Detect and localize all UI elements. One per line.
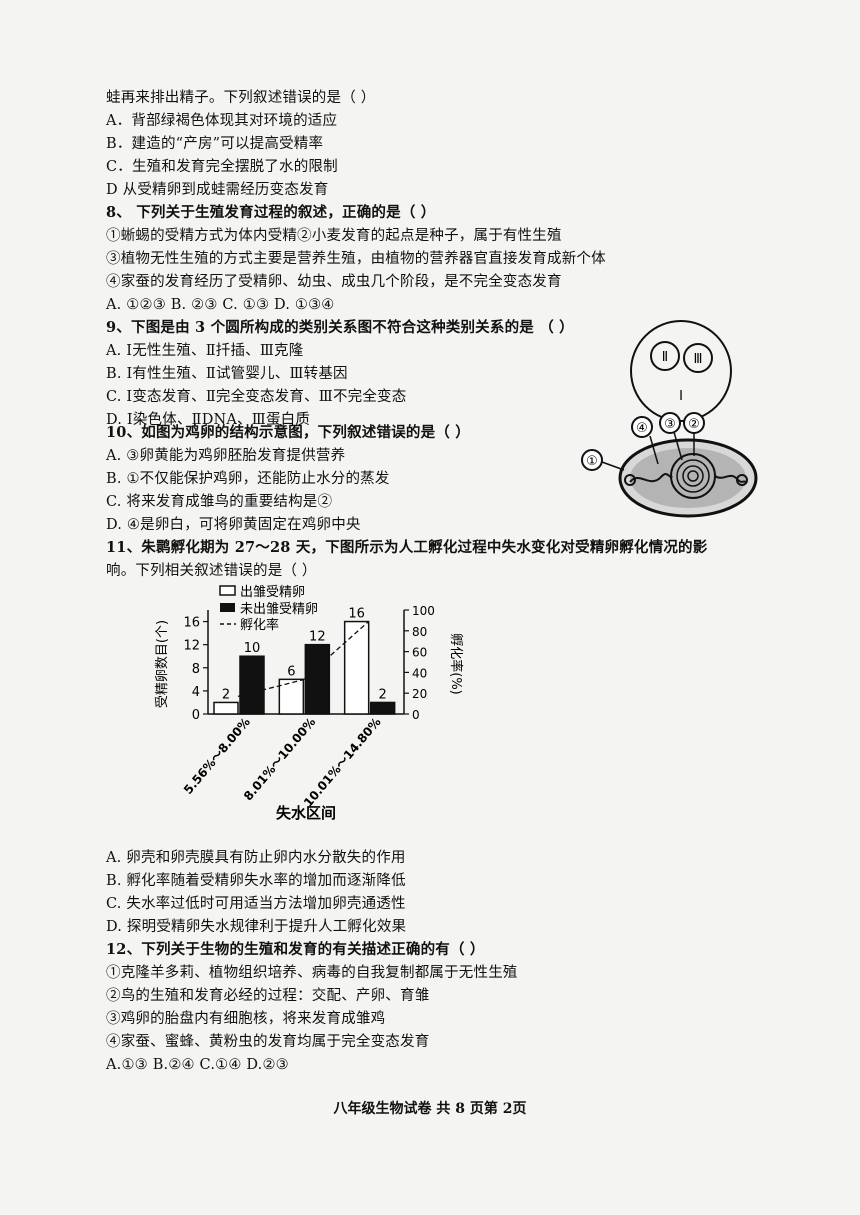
q11-stem-line-1: 11、朱鹮孵化期为 27～28 天，下图所示为人工孵化过程中失水变化对受精卵孵化… [106,539,708,556]
q12-statement-1: ①克隆羊多莉、植物组织培养、病毒的自我复制都属于无性生殖 [106,965,518,981]
label-2: ② [688,417,700,432]
q9-option-b: B. Ⅰ有性生殖、Ⅱ试管婴儿、Ⅲ转基因 [106,366,348,382]
q12-stem: 12、下列关于生物的生殖和发育的有关描述正确的有（ ） [106,941,485,958]
label-4: ④ [636,421,648,436]
category-label: 8.01%～10.00% [241,715,318,803]
bar-data-label: 2 [379,687,387,702]
bar-data-label: 12 [309,630,326,645]
q8-stem: 8、 下列关于生殖发育过程的叙述，正确的是（ ） [106,204,436,221]
y2-tick-label: 80 [412,625,427,639]
outer-circle [630,320,732,422]
chalaza-left [629,473,673,483]
category-circles-diagram: Ⅱ Ⅲ I [630,320,732,422]
y2-tick-label: 100 [412,604,435,618]
yolk-ring-1 [676,459,710,493]
y-axis-label: 受精卵数目(个) [155,620,170,708]
q7-option-c: C．生殖和发育完全摆脱了水的限制 [106,159,338,175]
hatching-rate-line [237,620,370,697]
q7-option-d: D 从受精卵到成蛙需经历变态发育 [106,182,329,198]
bar-data-label: 2 [222,687,230,702]
page-footer: 八年级生物试卷 共 8 页第 2页 [333,1101,527,1117]
leader-line-4 [649,435,659,465]
category-labels: 5.56%～8.00%8.01%～10.00%10.01%～14.80% [181,715,384,810]
q11-stem-line-2: 响。下列相关叙述错误的是（ ） [106,563,317,579]
label-3: ③ [664,417,676,432]
air-sac-right [736,474,748,486]
label-circle-4 [631,416,653,438]
bar-unhatched [304,643,331,715]
inner-circle-left-label: Ⅱ [662,350,668,365]
bar-unhatched [239,655,265,715]
bar-hatched [213,701,239,715]
bars-group: 2 10 6 12 16 2 [213,607,396,715]
y-tick-label: 16 [183,616,200,631]
q11-option-b: B. 孵化率随着受精卵失水率的增加而逐渐降低 [106,873,406,889]
q12-statement-3: ③鸡卵的胎盘内有细胞核，将来发育成雏鸡 [106,1011,386,1027]
y2-axis-label: 孵化率(%) [448,633,464,695]
q7-stem: 蛙再来排出精子。下列叙述错误的是（ ） [106,90,376,106]
y-tick-label: 4 [192,685,200,700]
x-axis-label: 失水区间 [276,804,336,822]
bar-hatched [278,678,305,715]
air-sac-left [624,474,636,486]
inner-circle-left [650,341,680,371]
legend-label-hatched: 出雏受精卵 [240,584,305,600]
inner-circle-right [683,343,713,373]
bar-unhatched [369,701,396,715]
category-label: 5.56%～8.00% [181,715,253,797]
q7-option-a: A．背部绿褐色体现其对环境的适应 [106,113,338,129]
hatching-chart: 出雏受精卵 未出雏受精卵 孵化率 0 4 8 12 16 0 20 40 60 80 100 2 1… [155,584,464,822]
q11-option-d: D. 探明受精卵失水规律利于提升人工孵化效果 [106,919,407,935]
q10-option-d: D. ④是卵白，可将卵黄固定在鸡卵中央 [106,517,361,533]
bar-data-label: 10 [244,641,261,656]
q9-option-a: A. Ⅰ无性生殖、Ⅱ扦插、Ⅲ克隆 [106,343,304,359]
right-axis-ticks: 0 20 40 60 80 100 [404,604,435,722]
y-tick-label: 0 [192,708,200,723]
leader-line-3 [673,431,683,461]
bar-hatched [343,620,370,715]
q12-options: A.①③ B.②④ C.①④ D.②③ [106,1057,289,1073]
q12-statement-2: ②鸟的生殖和发育必经的过程：交配、产卵、育雏 [106,988,430,1004]
legend-swatch-hatched [219,585,236,596]
y-tick-label: 12 [183,639,200,654]
label-circle-1 [581,449,603,471]
q9-option-c: C. Ⅰ变态发育、Ⅱ完全变态发育、Ⅲ不完全变态 [106,389,407,405]
q10-option-c: C. 将来发育成雏鸟的重要结构是② [106,494,333,510]
q11-option-a: A. 卵壳和卵壳膜具有防止卵内水分散失的作用 [106,850,406,866]
left-axis-ticks: 0 4 8 12 16 [183,616,208,723]
yolk-ring-3 [687,470,699,482]
egg-structure-diagram: ① ④ ③ ② [581,412,758,518]
inner-circle-right-label: Ⅲ [694,352,703,367]
label-circle-3 [659,412,681,434]
y2-tick-label: 0 [412,708,420,722]
q10-option-a: A. ③卵黄能为鸡卵胚胎发育提供营养 [106,448,346,464]
y2-tick-label: 60 [412,646,427,660]
legend-label-rate: 孵化率 [240,617,279,633]
yolk-ring-2 [682,465,704,487]
q7-option-b: B．建造的“产房”可以提高受精率 [106,136,324,152]
y2-tick-label: 20 [412,687,427,701]
q8-statement-1: ①蜥蜴的受精方式为体内受精②小麦发育的起点是种子，属于有性生殖 [106,228,562,244]
legend-label-unhatched: 未出雏受精卵 [240,601,318,617]
q11-option-c: C. 失水率过低时可用适当方法增加卵壳通透性 [106,896,406,912]
q8-statement-3: ④家蚕的发育经历了受精卵、幼虫、成虫几个阶段，是不完全变态发育 [106,274,562,290]
bar-data-label: 16 [348,607,365,622]
legend-swatch-unhatched [220,603,235,612]
q8-options: A. ①②③ B. ②③ C. ①③ D. ①③④ [106,297,335,313]
bar-data-label: 6 [287,664,295,679]
q10-option-b: B. ①不仅能保护鸡卵，还能防止水分的蒸发 [106,471,390,487]
q9-option-d: D. Ⅰ染色体、ⅡDNA、Ⅲ蛋白质 [106,412,311,428]
y-tick-label: 8 [192,662,200,677]
label-1: ① [586,454,598,469]
outer-circle-label: I [679,389,683,404]
chart-legend: 出雏受精卵 未出雏受精卵 孵化率 [219,584,318,633]
q12-statement-4: ④家蚕、蜜蜂、黄粉虫的发育均属于完全变态发育 [106,1034,430,1050]
q8-statement-2: ③植物无性生殖的方式主要是营养生殖，由植物的营养器官直接发育成新个体 [106,251,606,267]
q9-stem: 9、下图是由 3 个圆所构成的类别关系图不符合这种类别关系的是 （ ） [106,319,574,336]
y2-tick-label: 40 [412,666,427,680]
leader-line-1 [601,461,625,471]
q10-stem: 10、如图为鸡卵的结构示意图，下列叙述错误的是（ ） [106,424,470,441]
